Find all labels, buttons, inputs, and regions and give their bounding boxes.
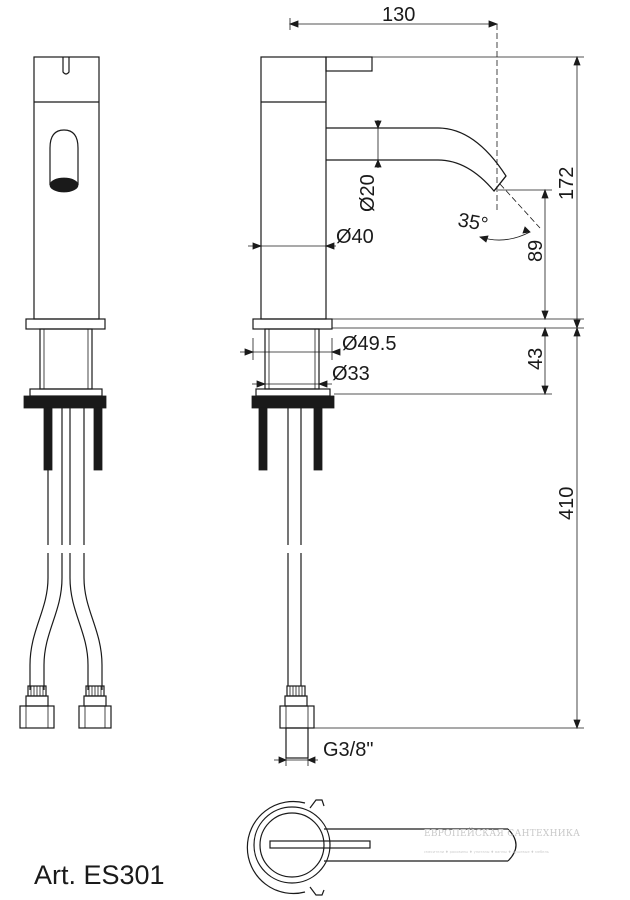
top-sensor-bar	[269, 840, 371, 849]
dim-spout-angle: 35°	[456, 209, 490, 236]
top-body-circle	[253, 806, 331, 884]
front-slot	[62, 57, 70, 75]
side-cap-lip	[325, 56, 373, 72]
front-washer	[29, 388, 103, 397]
dim-shank-diameter: Ø33	[332, 363, 370, 385]
dim-172: 172	[556, 167, 578, 200]
dim-spout-diameter: Ø20	[357, 174, 379, 212]
side-nut	[279, 705, 315, 729]
spout-outlet	[493, 175, 507, 192]
sensor-window	[49, 129, 79, 185]
front-hose-right	[69, 553, 89, 690]
dim-89: 89	[525, 240, 547, 262]
watermark-line2: смесители ♦ раковины ♦ унитазы ♦ ванны ♦…	[424, 850, 549, 854]
side-shank	[264, 328, 320, 390]
side-view	[251, 56, 507, 759]
front-nut-right	[78, 705, 112, 729]
side-bolt-left	[258, 407, 268, 471]
watermark-line1: ЕВРОПЕЙСКАЯ САНТЕХНИКА	[424, 827, 580, 839]
dim-410: 410	[556, 487, 578, 520]
spout	[326, 127, 507, 192]
side-mounting-plate	[251, 395, 335, 409]
front-view	[19, 56, 112, 729]
dim-thread: G3/8"	[323, 739, 373, 761]
side-bolt-right	[313, 407, 323, 471]
front-mounting-plate	[23, 395, 107, 409]
front-flange	[25, 318, 106, 330]
top-outer-ring	[246, 800, 306, 895]
dim-43: 43	[525, 348, 547, 370]
side-flange	[252, 318, 333, 330]
front-nut-left	[19, 705, 55, 729]
dim-body-diameter: Ø40	[336, 226, 374, 248]
dimensions: 130 172 Ø20 35° 89 Ø40 Ø49.5 Ø33 43 410 …	[240, 4, 584, 766]
front-shank	[39, 328, 93, 390]
sensor-lens	[49, 177, 79, 193]
top-view: ЕВРОПЕЙСКАЯ САНТЕХНИКА смесители ♦ раков…	[246, 799, 580, 896]
front-bolt-right	[93, 407, 103, 471]
dim-130: 130	[382, 4, 415, 26]
article-label: Art. ES301	[34, 860, 165, 890]
dim-flange-diameter: Ø49.5	[342, 333, 396, 355]
front-hose-left	[29, 553, 49, 690]
side-thread	[285, 727, 309, 759]
side-body	[260, 56, 327, 320]
